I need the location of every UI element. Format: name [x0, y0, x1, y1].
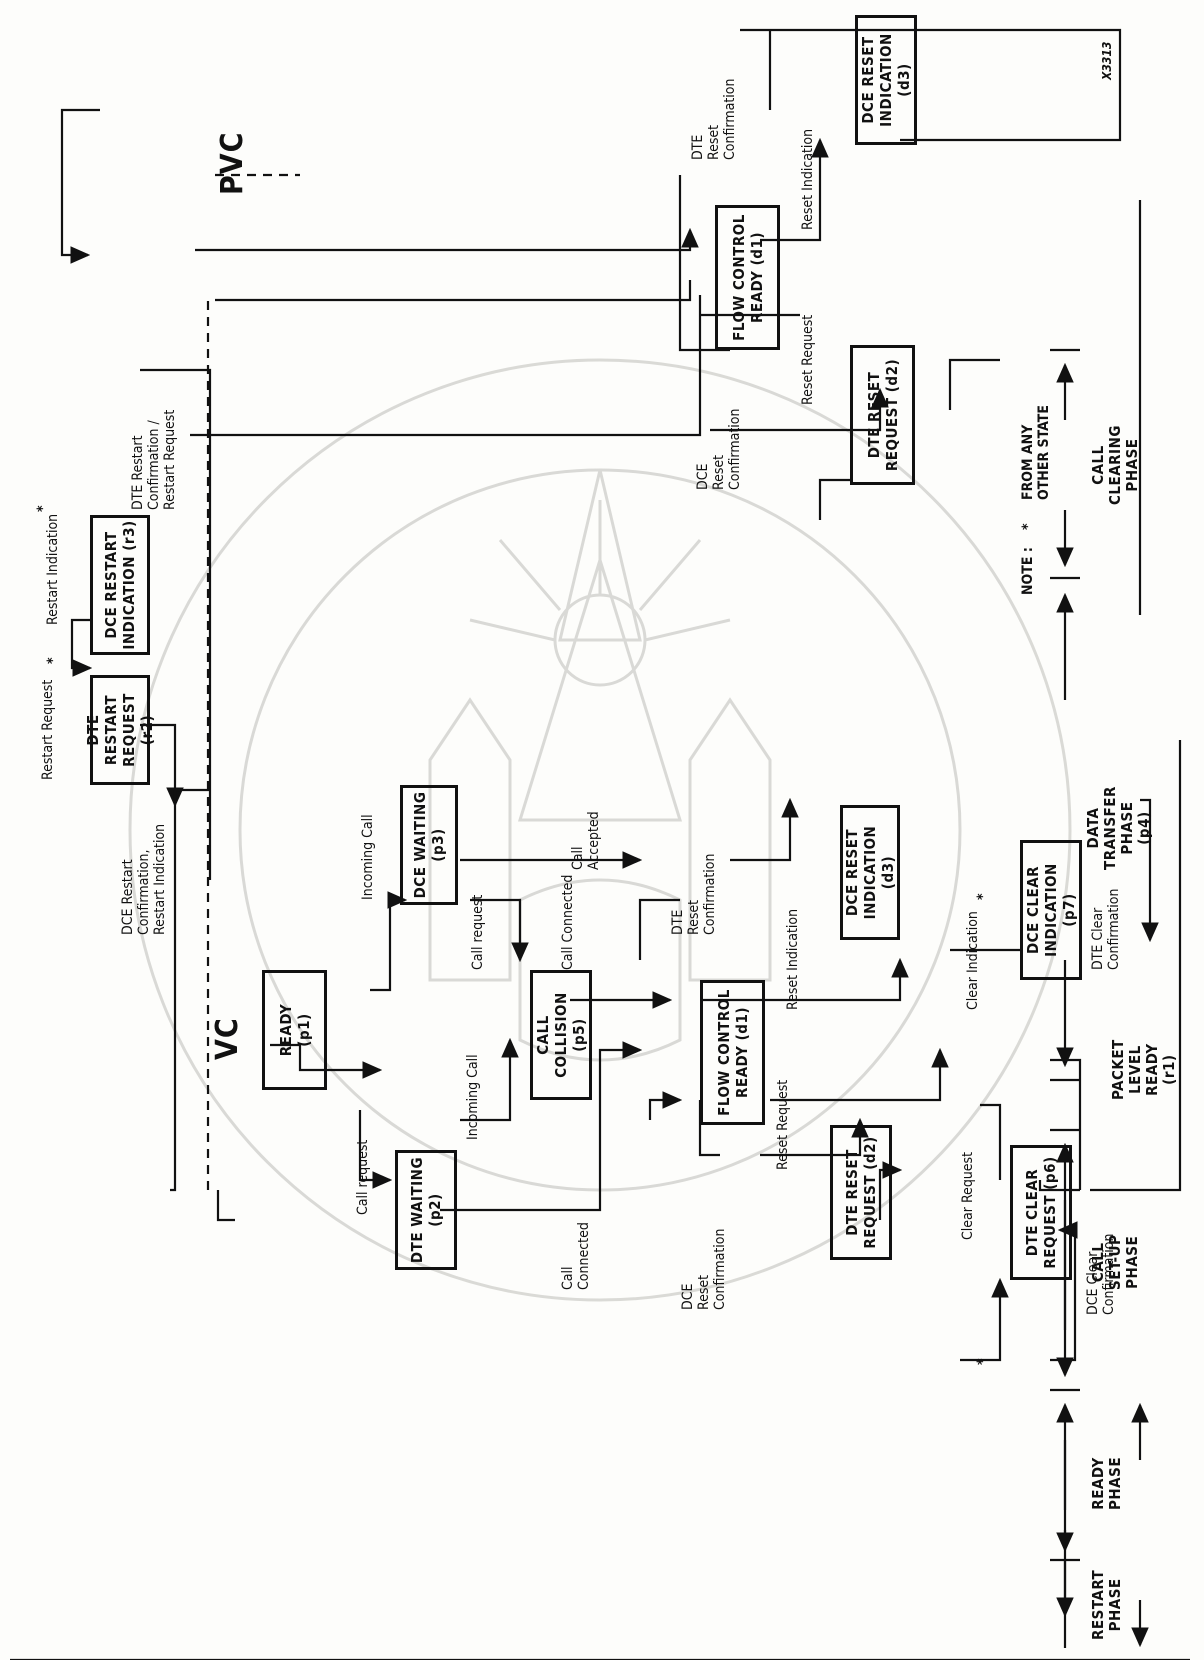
label-call-connected-2: Call Connected — [560, 874, 576, 970]
state-vc-flow-control-ready: FLOW CONTROL READY (d1) — [700, 980, 765, 1125]
label-call-request-1: Call request — [355, 1139, 371, 1215]
phase-call-setup: CALL SET-UP PHASE — [1089, 1234, 1141, 1290]
label-star-restart-request: * — [45, 657, 61, 664]
phase-data-transfer: DATA TRANSFER PHASE (p4) — [1084, 786, 1153, 870]
label-pvc-reset-request: Reset Request — [800, 314, 816, 405]
figure-code: X3313 — [1100, 41, 1114, 80]
label-star-restart-indication: * — [35, 505, 51, 512]
state-pvc-dce-reset-indication: DCE RESET INDICATION (d3) — [855, 15, 917, 145]
phase-call-clearing: CALL CLEARING PHASE — [1089, 425, 1141, 505]
label-pvc-reset-indication: Reset Indication — [800, 128, 816, 230]
pvc-header: PVC — [215, 131, 250, 195]
note-text: FROM ANY OTHER STATE — [1020, 405, 1052, 500]
state-dte-restart-request: DTE RESTART REQUEST (r2) — [84, 675, 156, 785]
label-incoming-call-2: Incoming Call — [465, 1054, 481, 1140]
label-restart-request: Restart Request — [40, 679, 56, 780]
state-pvc-dte-reset-request: DTE RESET REQUEST (d2) — [850, 345, 915, 485]
label-vc-reset-request: Reset Request — [775, 1079, 791, 1170]
label-vc-dce-reset-confirmation: DCE Reset Confirmation — [680, 1228, 728, 1310]
label-call-request-2: Call request — [470, 894, 486, 970]
label-call-connected-1: Call Connected — [560, 1222, 592, 1290]
phase-restart: RESTART PHASE — [1089, 1569, 1124, 1640]
state-call-collision: CALL COLLISION (p5) — [530, 970, 592, 1100]
state-dte-waiting: DTE WAITING (p2) — [395, 1150, 457, 1270]
label-star-clear-request: * — [975, 1358, 991, 1365]
label-dte-restart-confirmation: DTE Restart Confirmation / Restart Reque… — [130, 409, 178, 510]
label-dte-clear-confirmation: DTE Clear Confirmation — [1090, 888, 1122, 970]
label-call-accepted: Call Accepted — [570, 811, 602, 870]
label-clear-request: Clear Request — [960, 1151, 976, 1240]
label-pvc-dce-reset-confirmation: DCE Reset Confirmation — [695, 408, 743, 490]
note-star: * — [1020, 523, 1036, 530]
phase-ready: READY PHASE — [1089, 1456, 1124, 1510]
state-dce-clear-indication: DCE CLEAR INDICATION (p7) — [1020, 840, 1082, 980]
note-label: NOTE : — [1020, 547, 1036, 595]
state-vc-dce-reset-indication: DCE RESET INDICATION (d3) — [840, 805, 900, 940]
state-dte-clear-request: DTE CLEAR REQUEST (p6) — [1010, 1145, 1072, 1280]
state-pvc-flow-control-ready: FLOW CONTROL READY (d1) — [715, 205, 780, 350]
state-ready: READY (p1) — [262, 970, 327, 1090]
phase-packet-level-ready: PACKET LEVEL READY (r1) — [1109, 1039, 1178, 1100]
label-vc-dte-reset-confirmation: DTE Reset Confirmation — [670, 853, 718, 935]
vc-header: VC — [210, 1017, 245, 1060]
label-clear-indication: Clear Indication — [965, 911, 981, 1010]
label-restart-indication: Restart Indication — [45, 513, 61, 625]
label-dce-restart-confirmation: DCE Restart Confirmation, Restart Indica… — [120, 823, 168, 935]
state-dce-restart-indication: DCE RESTART INDICATION (r3) — [90, 515, 150, 655]
state-dce-waiting: DCE WAITING (p3) — [400, 785, 458, 905]
state-vc-dte-reset-request: DTE RESET REQUEST (d2) — [830, 1125, 892, 1260]
label-star-clear-indication: * — [975, 893, 991, 900]
label-vc-reset-indication: Reset Indication — [785, 908, 801, 1010]
label-incoming-call-1: Incoming Call — [360, 814, 376, 900]
label-pvc-dte-reset-confirmation: DTE Reset Confirmation — [690, 78, 738, 160]
